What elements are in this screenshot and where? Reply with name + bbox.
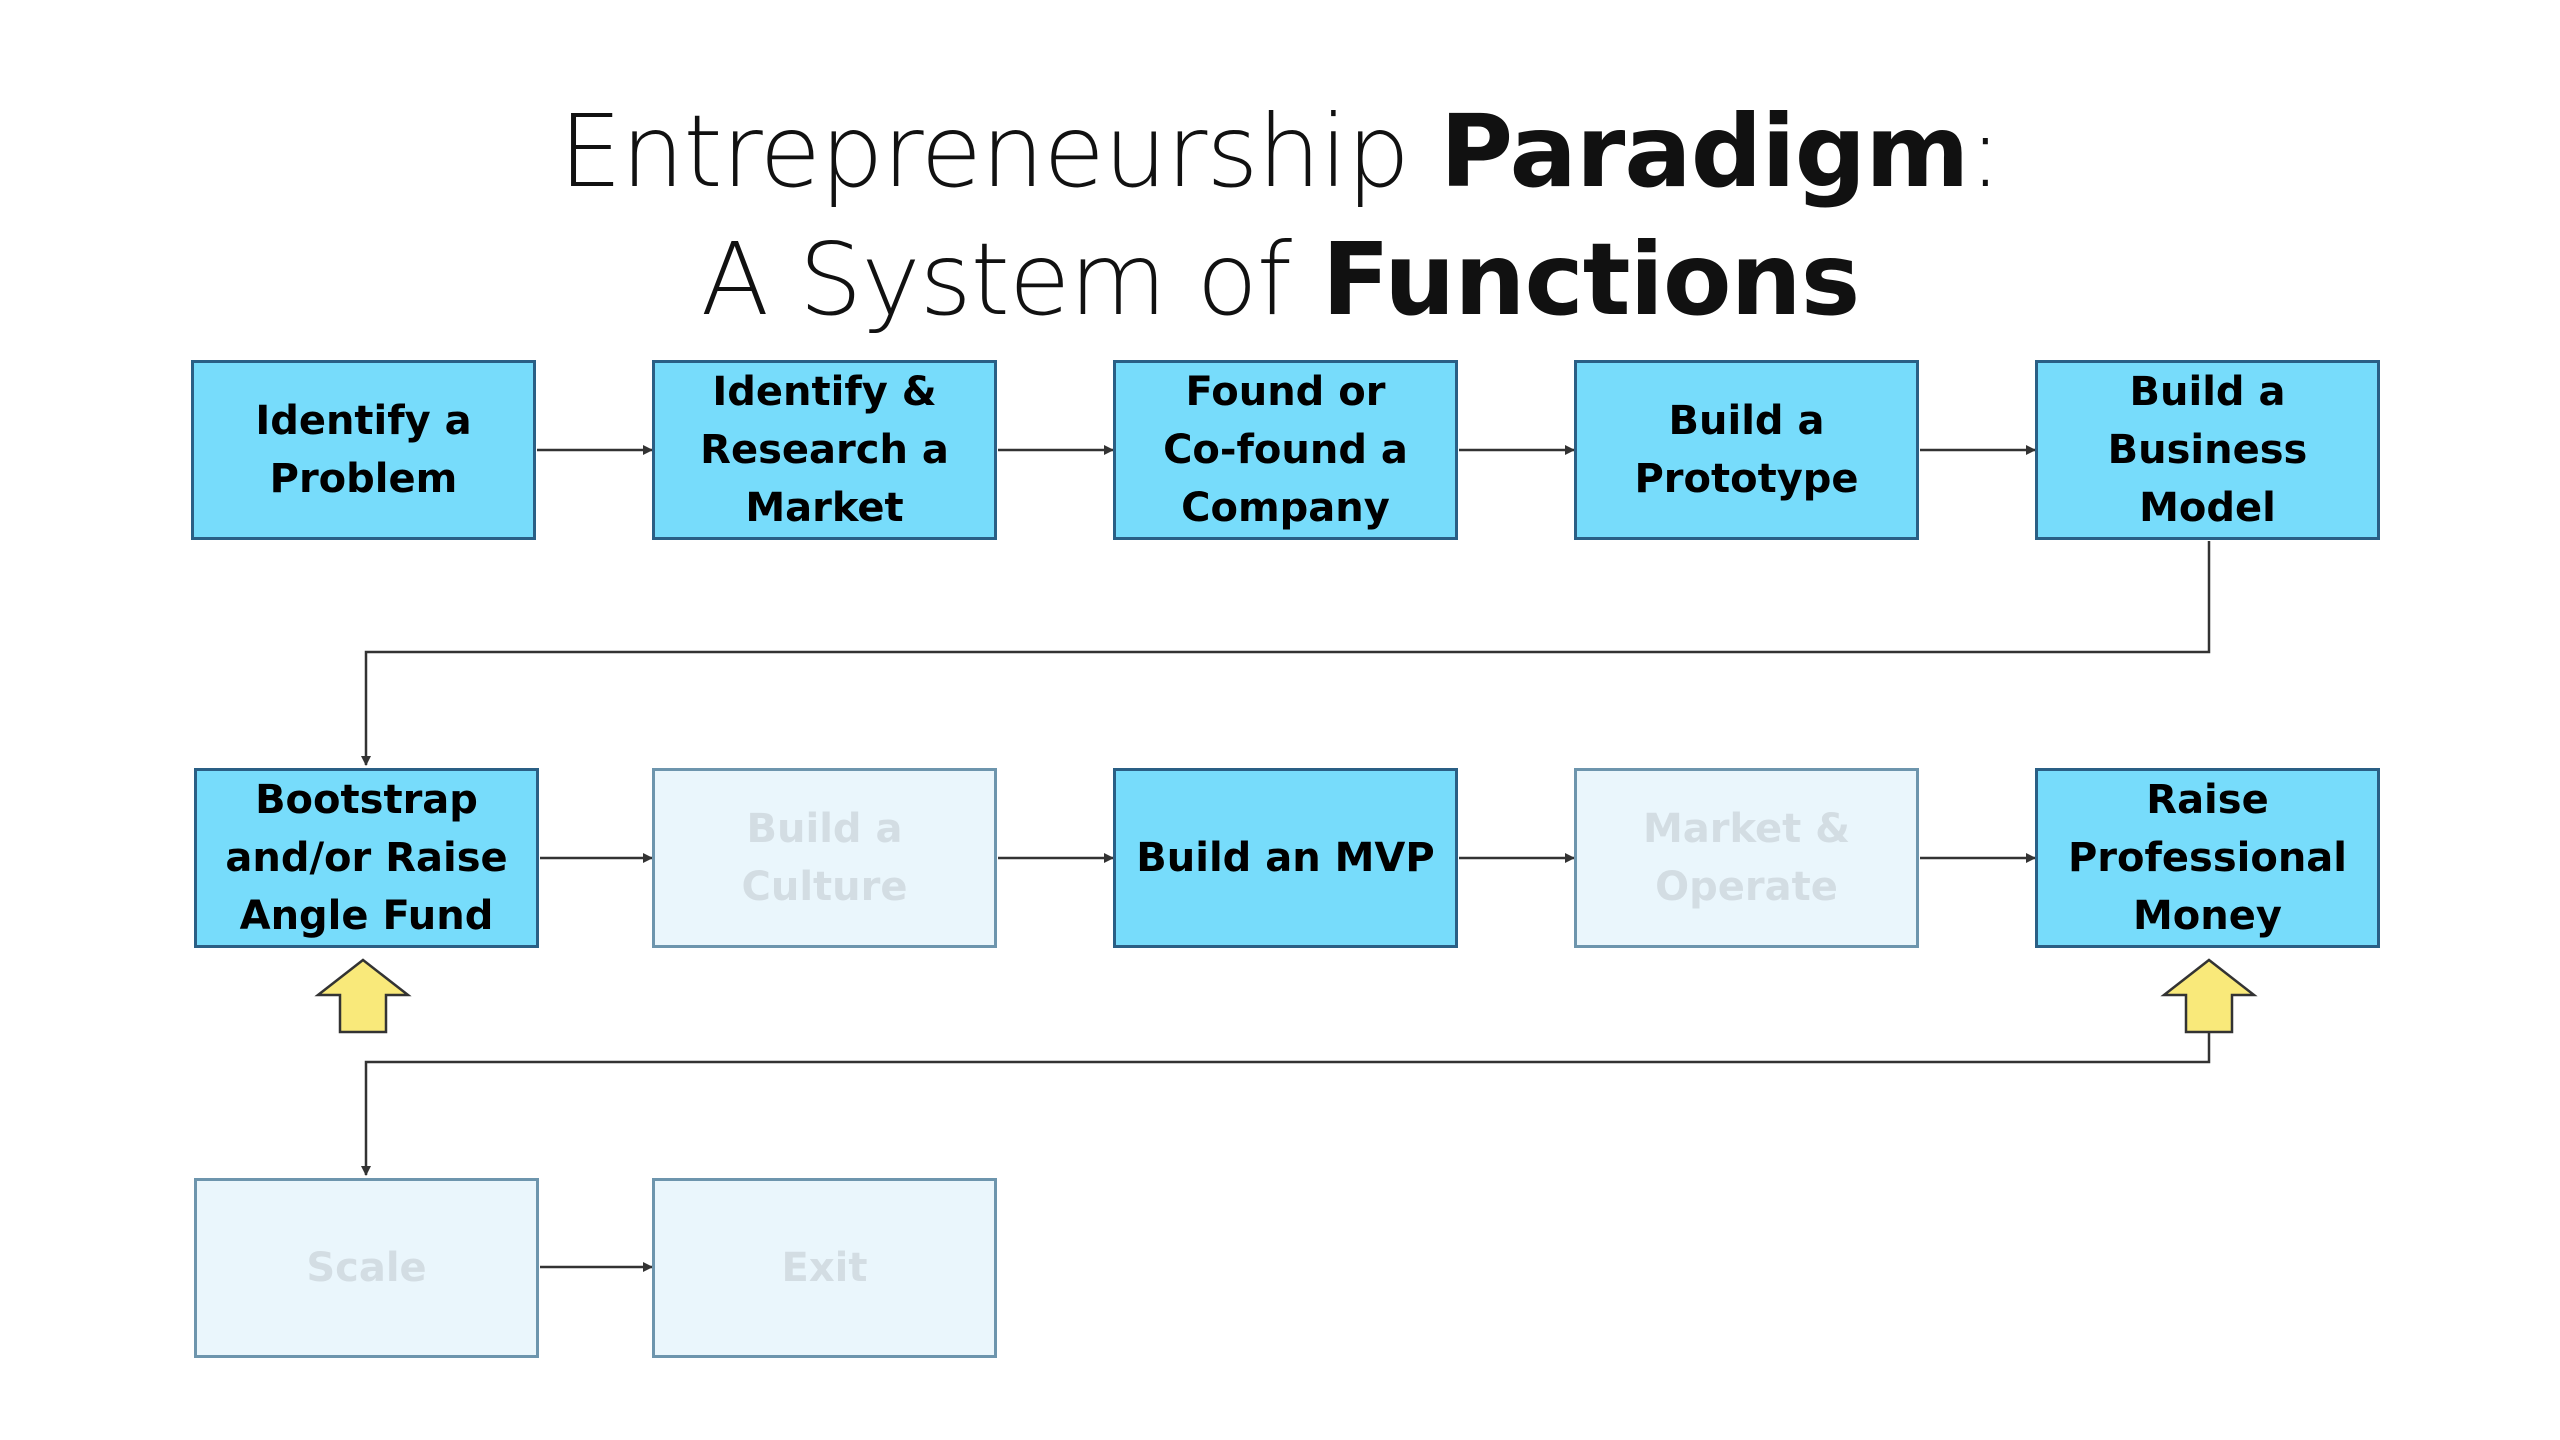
connector-raise-money-to-scale: [361, 1032, 2211, 1176]
title-line-1-bold: Paradigm: [1439, 93, 1970, 210]
title-line-1-regular: Entrepreneurship: [558, 93, 1440, 210]
node-scale: Scale: [194, 1178, 539, 1358]
node-build-prototype: Build a Prototype: [1574, 360, 1919, 540]
node-found-company: Found or Co-found a Company: [1113, 360, 1458, 540]
up-arrow-icon: [2160, 958, 2258, 1034]
title-line-2: A System of Functions: [0, 216, 2560, 344]
node-identify-research-market: Identify & Research a Market: [652, 360, 997, 540]
title-line-2-bold: Functions: [1321, 221, 1860, 338]
title-line-2-regular: A System of: [700, 221, 1322, 338]
node-build-business-model: Build a Business Model: [2035, 360, 2380, 540]
node-build-mvp: Build an MVP: [1113, 768, 1458, 948]
node-build-culture: Build a Culture: [652, 768, 997, 948]
up-arrow-icon: [314, 958, 412, 1034]
node-raise-professional-money: Raise Professional Money: [2035, 768, 2380, 948]
connector-business-model-to-bootstrap: [361, 541, 2211, 766]
node-identify-problem: Identify a Problem: [191, 360, 536, 540]
node-market-operate: Market & Operate: [1574, 768, 1919, 948]
title-line-1: Entrepreneurship Paradigm:: [0, 88, 2560, 216]
page-title: Entrepreneurship Paradigm: A System of F…: [0, 88, 2560, 344]
title-line-1-suffix: :: [1968, 93, 2002, 210]
node-exit: Exit: [652, 1178, 997, 1358]
node-bootstrap-raise: Bootstrap and/or Raise Angle Fund: [194, 768, 539, 948]
